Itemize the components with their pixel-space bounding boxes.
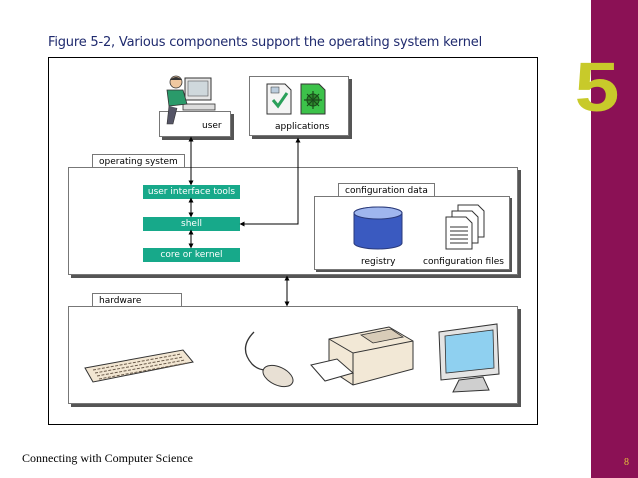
footer-text: Connecting with Computer Science — [22, 451, 193, 465]
chapter-number: 5 — [574, 48, 620, 126]
keyboard-icon — [84, 349, 194, 383]
registry-label: registry — [361, 257, 396, 267]
user-interface-tools-box: user interface tools — [143, 185, 240, 199]
figure-frame — [48, 57, 538, 425]
shell-box: shell — [143, 217, 240, 231]
configuration-files-label: configuration files — [423, 257, 504, 267]
registry-database-icon — [353, 206, 403, 250]
kernel-box: core or kernel — [143, 248, 240, 262]
applications-label: applications — [275, 122, 330, 132]
mouse-icon — [244, 331, 294, 388]
sidebar-band — [591, 0, 638, 478]
page-number: 8 — [624, 457, 629, 468]
application-document-gear-icon — [300, 83, 326, 115]
monitor-icon — [438, 323, 500, 393]
hardware-tab: hardware — [92, 293, 182, 307]
configuration-files-icon — [445, 204, 485, 250]
figure-title: Figure 5-2, Various components support t… — [48, 35, 482, 50]
operating-system-tab: operating system — [92, 154, 185, 168]
application-document-check-icon — [266, 83, 292, 115]
applications-panel — [249, 76, 349, 136]
printer-icon — [310, 326, 414, 386]
configuration-data-tab: configuration data — [338, 183, 435, 197]
user-label: user — [202, 121, 222, 131]
user-at-computer-icon — [166, 75, 216, 125]
